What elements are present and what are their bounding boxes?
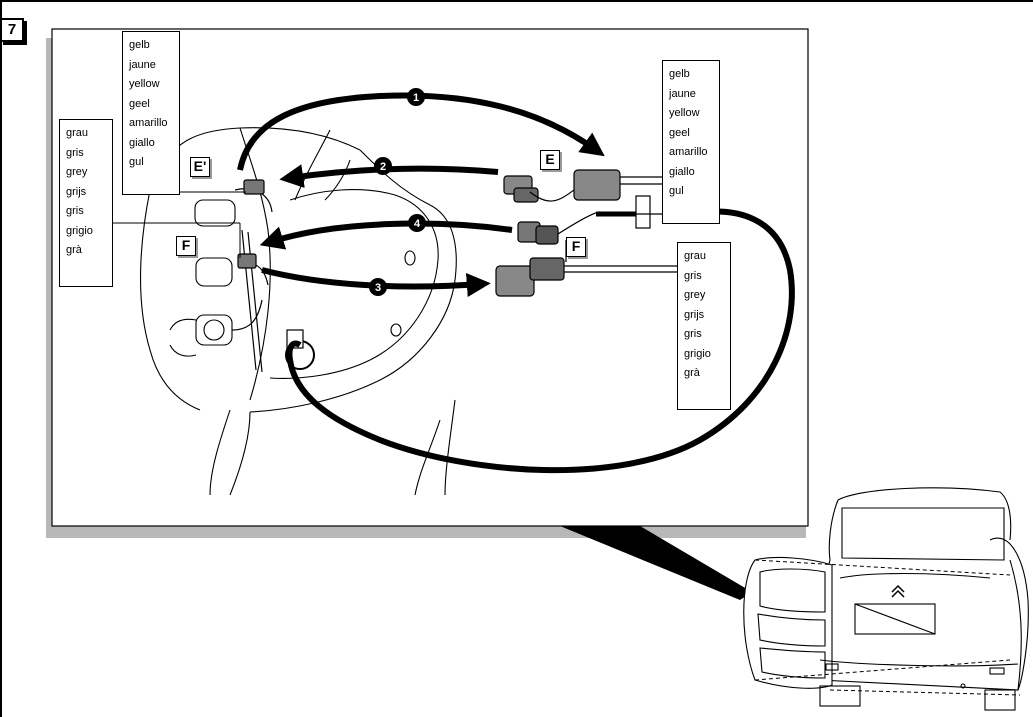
arrow-number-4: 4 <box>414 218 421 230</box>
arrow-number-badges <box>369 88 426 296</box>
arrow-number-1: 1 <box>413 92 419 104</box>
car-dashed-guides <box>754 559 1021 696</box>
arrow-number-3: 3 <box>375 282 381 294</box>
legend-entry: gelb <box>129 39 150 51</box>
arrow-number-2: 2 <box>380 161 386 173</box>
legend-entry: amarillo <box>129 117 168 129</box>
legend-entry: geel <box>129 97 150 110</box>
step-number-badge: 7 <box>0 18 24 42</box>
legend-entry: gris <box>684 328 702 340</box>
legend-entry: grau <box>66 127 89 139</box>
legend-entry: gul <box>669 185 684 197</box>
citroen-logo <box>891 584 905 598</box>
legend-yellow-right: gelb jaune yellow geel amarillo giallo g… <box>662 60 720 224</box>
legend-entry: amarillo <box>669 146 708 158</box>
callout-pointer <box>560 526 752 600</box>
car-rear-illustration <box>743 487 1029 711</box>
legend-entry: grijs <box>684 308 705 321</box>
movement-arrows <box>237 92 605 297</box>
legend-entry: grigio <box>684 347 711 360</box>
connector-label-e-prime: E' <box>190 157 210 177</box>
legend-entry: gul <box>129 156 144 168</box>
connector-label-e: E <box>540 150 560 170</box>
legend-entry: gris <box>66 205 84 217</box>
arrow-1 <box>237 92 605 171</box>
legend-leaders <box>113 191 246 258</box>
arrow-4 <box>259 220 513 250</box>
connector-label-f-right: F <box>566 237 586 257</box>
legend-entry: giallo <box>129 136 155 149</box>
legend-entry: grey <box>684 289 706 301</box>
legend-entry: grà <box>684 367 700 379</box>
legend-yellow-left: gelb jaune yellow geel amarillo giallo g… <box>122 31 180 195</box>
legend-entry: gelb <box>669 68 690 80</box>
arrow-3 <box>261 267 491 297</box>
legend-entry: grau <box>684 250 707 262</box>
legend-entry: grey <box>66 166 88 178</box>
legend-entry: yellow <box>669 107 700 119</box>
legend-entry: jaune <box>129 58 156 71</box>
legend-grey-left: grau gris grey grijs gris grigio grà <box>59 119 113 287</box>
main-cable <box>286 208 795 474</box>
arrow-2 <box>279 164 499 189</box>
legend-entry: gris <box>66 146 84 159</box>
legend-entry: giallo <box>669 165 695 178</box>
connector-label-f-left: F <box>176 236 196 256</box>
legend-entry: grijs <box>66 185 87 198</box>
legend-entry: grigio <box>66 224 93 237</box>
legend-entry: gris <box>684 269 702 282</box>
legend-grey-right: grau gris grey grijs gris grigio grà <box>677 242 731 410</box>
harness-connectors <box>495 169 651 297</box>
legend-entry: grà <box>66 244 82 256</box>
legend-entry: geel <box>669 126 690 139</box>
legend-entry: yellow <box>129 78 160 90</box>
legend-entry: jaune <box>669 87 696 100</box>
